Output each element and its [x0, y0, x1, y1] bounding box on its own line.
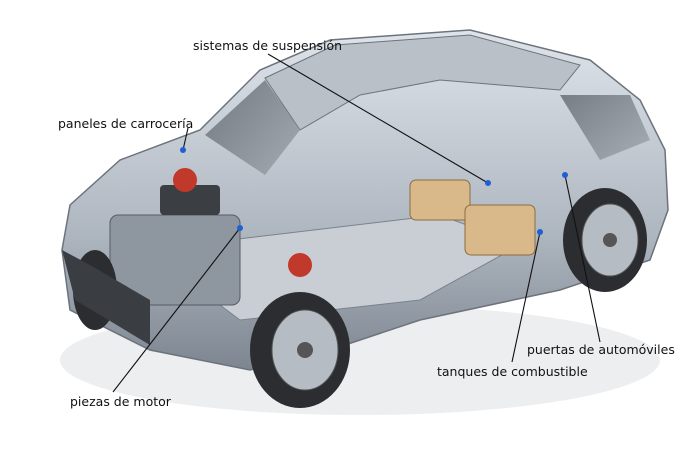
- fuel-tank-b: [464, 204, 536, 256]
- engine-cover: [160, 185, 220, 215]
- roof-glass: [264, 34, 581, 131]
- windshield: [205, 80, 300, 175]
- leader-fuel-tanks: [511, 231, 541, 363]
- marker-fuel-tanks: [537, 229, 543, 235]
- front-grille: [62, 250, 150, 345]
- leader-suspension: [267, 53, 489, 184]
- label-suspension: sistemas de suspensión: [193, 38, 343, 53]
- leader-doors: [564, 174, 601, 343]
- wheel-front: [250, 292, 350, 408]
- fuel-tank-a: [409, 179, 471, 221]
- marker-engine-parts: [237, 225, 243, 231]
- suspension-spring-front: [173, 168, 197, 192]
- side-window: [560, 95, 650, 160]
- label-engine-parts: piezas de motor: [70, 394, 171, 409]
- marker-suspension: [485, 180, 491, 186]
- leader-engine-parts: [112, 227, 241, 393]
- wheel-rear: [563, 188, 647, 292]
- marker-doors: [562, 172, 568, 178]
- marker-body-panels: [180, 147, 186, 153]
- suspension-spring-mid: [288, 253, 312, 277]
- label-body-panels: paneles de carrocería: [58, 116, 194, 131]
- leader-body-panels: [182, 127, 189, 151]
- label-doors: puertas de automóviles: [527, 342, 675, 357]
- label-fuel-tanks: tanques de combustible: [437, 364, 588, 379]
